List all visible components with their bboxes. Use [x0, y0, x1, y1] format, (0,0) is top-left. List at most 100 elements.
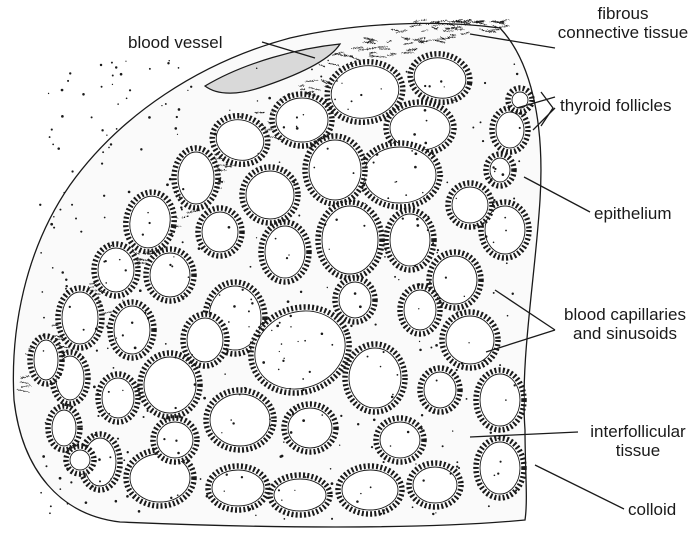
stipple-dot	[147, 317, 150, 320]
stipple-dot	[179, 196, 181, 198]
stipple-dot	[376, 153, 379, 156]
stipple-dot	[112, 84, 113, 85]
stipple-dot	[138, 510, 141, 513]
stipple-dot	[93, 386, 96, 389]
stipple-dot	[169, 264, 171, 266]
stipple-dot	[284, 170, 285, 171]
stipple-dot	[57, 147, 60, 150]
stipple-dot	[360, 94, 362, 96]
stipple-dot	[161, 105, 162, 106]
stipple-dot	[354, 292, 357, 295]
stipple-dot	[506, 262, 508, 264]
follicle-colloid	[150, 253, 190, 297]
stipple-dot	[429, 281, 431, 283]
stipple-dot	[494, 171, 496, 173]
stipple-dot	[65, 288, 67, 290]
stipple-dot	[442, 445, 444, 447]
stipple-dot	[100, 64, 102, 66]
stipple-dot	[149, 222, 151, 224]
stipple-dot	[275, 238, 277, 240]
stipple-dot	[82, 356, 84, 358]
stipple-dot	[472, 127, 474, 129]
stipple-dot	[256, 237, 257, 238]
stipple-dot	[435, 344, 438, 347]
stipple-dot	[80, 231, 82, 233]
stipple-dot	[101, 162, 103, 164]
follicle-colloid	[480, 442, 520, 494]
stipple-dot	[375, 260, 377, 262]
stipple-dot	[499, 364, 501, 366]
stipple-dot	[117, 103, 119, 105]
follicle-colloid	[202, 212, 238, 252]
stipple-dot	[287, 300, 290, 303]
stipple-dot	[331, 344, 333, 346]
stipple-dot	[456, 465, 458, 467]
stipple-dot	[339, 445, 340, 446]
stipple-dot	[83, 329, 85, 331]
stipple-dot	[426, 196, 428, 198]
stipple-dot	[111, 62, 113, 64]
follicle-colloid	[212, 470, 264, 506]
stipple-dot	[248, 508, 251, 511]
stipple-dot	[230, 419, 232, 421]
label-blood-vessel: blood vessel	[128, 33, 223, 52]
stipple-dot	[418, 283, 421, 286]
follicle-colloid	[210, 394, 270, 446]
follicle-colloid	[309, 140, 361, 200]
stipple-dot	[177, 134, 178, 135]
stipple-dot	[110, 478, 111, 479]
stipple-dot	[281, 499, 282, 500]
stipple-dot	[232, 422, 234, 424]
stipple-dot	[505, 230, 507, 232]
stipple-dot	[85, 501, 88, 504]
stipple-dot	[512, 293, 514, 295]
stipple-dot	[304, 340, 306, 342]
hatch-stroke	[255, 112, 265, 113]
stipple-dot	[475, 225, 477, 227]
stipple-dot	[327, 287, 328, 288]
stipple-dot	[494, 474, 496, 476]
stipple-dot	[248, 310, 250, 312]
stipple-dot	[515, 489, 517, 491]
stipple-dot	[351, 100, 353, 102]
stipple-dot	[490, 178, 493, 181]
stipple-dot	[428, 85, 430, 87]
stipple-dot	[256, 68, 258, 70]
follicle-colloid	[496, 112, 524, 148]
stipple-dot	[148, 116, 151, 119]
stipple-dot	[198, 247, 201, 250]
stipple-dot	[430, 347, 432, 349]
stipple-dot	[418, 308, 419, 309]
stipple-dot	[290, 326, 291, 327]
stipple-dot	[363, 225, 365, 227]
follicle-colloid	[446, 316, 494, 364]
stipple-dot	[468, 342, 469, 343]
stipple-dot	[177, 452, 180, 455]
stipple-dot	[165, 343, 167, 345]
stipple-dot	[147, 212, 149, 214]
stipple-dot	[302, 378, 304, 380]
follicle-colloid	[246, 171, 294, 219]
stipple-dot	[300, 291, 302, 293]
stipple-dot	[126, 495, 129, 498]
stipple-dot	[122, 334, 124, 336]
stipple-dot	[377, 248, 379, 250]
follicle-colloid	[288, 408, 332, 448]
stipple-dot	[514, 63, 516, 65]
stipple-dot	[209, 305, 211, 307]
stipple-dot	[413, 133, 416, 136]
stipple-dot	[493, 292, 495, 294]
stipple-dot	[226, 329, 227, 330]
stipple-dot	[380, 513, 382, 515]
stipple-dot	[94, 434, 96, 436]
stipple-dot	[120, 73, 123, 76]
stipple-dot	[105, 282, 107, 284]
stipple-dot	[407, 431, 410, 434]
stipple-dot	[398, 279, 399, 280]
stipple-dot	[121, 467, 122, 468]
follicle-colloid	[404, 290, 436, 330]
stipple-dot	[422, 479, 424, 481]
label-capillaries-line1: blood capillaries	[553, 305, 697, 324]
stipple-dot	[505, 399, 507, 401]
stipple-dot	[174, 407, 176, 409]
